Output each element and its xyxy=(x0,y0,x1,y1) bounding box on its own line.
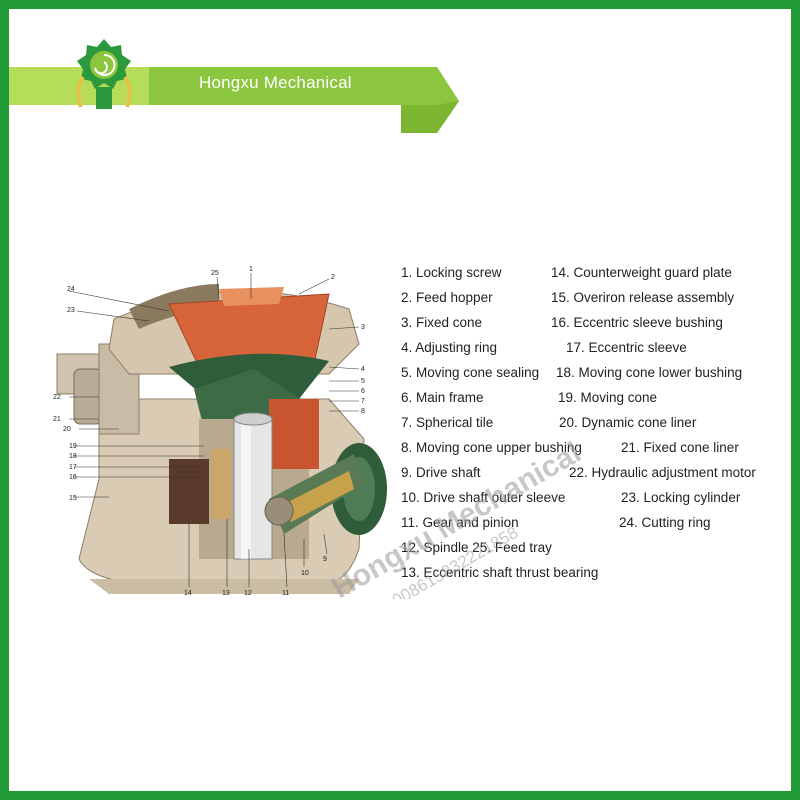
callout-1: 1 xyxy=(249,266,253,273)
callout-8: 8 xyxy=(361,408,365,415)
legend-item-21: 21. Fixed cone liner xyxy=(621,440,739,455)
legend-item-7: 7. Spherical tile xyxy=(401,415,494,430)
legend-item-22: 22. Hydraulic adjustment motor xyxy=(569,465,756,480)
legend-item-19: 19. Moving cone xyxy=(558,390,658,405)
callout-2: 2 xyxy=(331,274,335,281)
legend-item-12: 12. Spindle 25. Feed tray xyxy=(401,540,552,555)
legend-item-20: 20. Dynamic cone liner xyxy=(559,415,697,430)
legend-item-1: 1. Locking screw xyxy=(401,265,502,280)
hongxu-logo-icon xyxy=(76,39,132,109)
callout-18: 18 xyxy=(69,453,77,460)
legend-item-6: 6. Main frame xyxy=(401,390,484,405)
callout-24: 24 xyxy=(67,286,75,293)
legend-item-16: 16. Eccentric sleeve bushing xyxy=(551,315,723,330)
legend-item-13: 13. Eccentric shaft thrust bearing xyxy=(401,565,599,580)
legend-item-24: 24. Cutting ring xyxy=(619,515,711,530)
legend-item-18: 18. Moving cone lower bushing xyxy=(556,365,743,380)
callout-17: 17 xyxy=(69,464,77,471)
callout-13: 13 xyxy=(222,590,230,597)
callout-10: 10 xyxy=(301,570,309,577)
callout-21: 21 xyxy=(53,416,61,423)
callout-14: 14 xyxy=(184,590,192,597)
legend-item-17: 17. Eccentric sleeve xyxy=(566,340,687,355)
callout-6: 6 xyxy=(361,388,365,395)
callout-7: 7 xyxy=(361,398,365,405)
callout-5: 5 xyxy=(361,378,365,385)
legend-item-9: 9. Drive shaft xyxy=(401,465,481,480)
legend-item-23: 23. Locking cylinder xyxy=(621,490,741,505)
legend-item-11: 11. Gear and pinion xyxy=(401,515,519,530)
callout-15: 15 xyxy=(69,495,77,502)
legend-item-8: 8. Moving cone upper bushing xyxy=(401,440,582,455)
callout-4: 4 xyxy=(361,366,365,373)
cone-crusher-diagram: 24 23 25 1 2 3 4 5 6 7 8 22 21 20 19 18 … xyxy=(53,266,387,597)
callout-12: 12 xyxy=(244,590,252,597)
legend-item-5: 5. Moving cone sealing xyxy=(401,365,540,380)
callout-23: 23 xyxy=(67,307,75,314)
callout-9: 9 xyxy=(323,556,327,563)
legend-item-2: 2. Feed hopper xyxy=(401,290,493,305)
callout-19: 19 xyxy=(69,443,77,450)
parts-legend: 1. Locking screw 2. Feed hopper 3. Fixed… xyxy=(401,265,791,595)
legend-item-14: 14. Counterweight guard plate xyxy=(551,265,732,280)
callout-25: 25 xyxy=(211,270,219,277)
callout-20: 20 xyxy=(63,426,71,433)
legend-item-3: 3. Fixed cone xyxy=(401,315,483,330)
callout-22: 22 xyxy=(53,394,61,401)
legend-item-4: 4. Adjusting ring xyxy=(401,340,498,355)
legend-item-10: 10. Drive shaft outer sleeve xyxy=(401,490,566,505)
callout-3: 3 xyxy=(361,324,365,331)
callout-16: 16 xyxy=(69,474,77,481)
legend-item-15: 15. Overiron release assembly xyxy=(551,290,735,305)
brand-name: Hongxu Mechanical xyxy=(199,73,352,92)
callout-11: 11 xyxy=(282,590,289,597)
